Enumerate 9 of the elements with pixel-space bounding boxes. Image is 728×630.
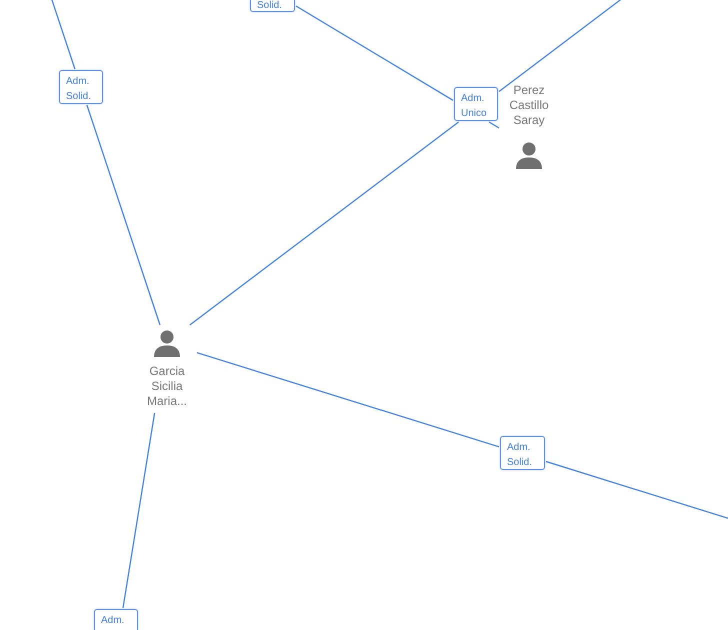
edge-label: Adm. Solid. [59, 70, 103, 104]
edge-label: Solid. [250, 0, 295, 12]
connector-line [295, 5, 500, 129]
connector-line [122, 412, 156, 608]
edge-label: Adm. Solid. [500, 436, 545, 470]
person-name: Garcia Sicilia Maria... [146, 364, 188, 409]
edge-label: Adm. Unico [454, 87, 498, 121]
edge-label: Adm. [94, 609, 138, 630]
person-name: Perez Castillo Saray [508, 83, 550, 128]
